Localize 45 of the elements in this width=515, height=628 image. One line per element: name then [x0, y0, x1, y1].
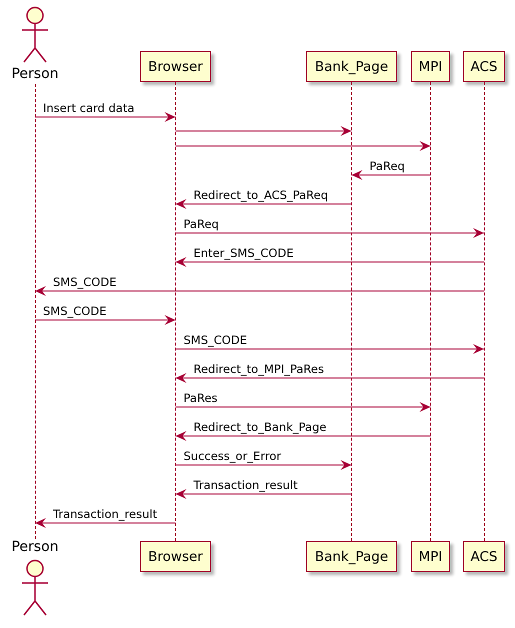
lifeline: [34, 84, 36, 539]
participant-box: Browser: [140, 541, 211, 572]
message-arrow: [175, 257, 484, 267]
message-arrow: [175, 431, 431, 441]
participant-box: Bank_Page: [306, 51, 397, 82]
message-label: Success_or_Error: [184, 450, 282, 463]
message-arrow: [34, 286, 484, 296]
message-arrow: [351, 170, 431, 180]
message-label: PaRes: [184, 392, 218, 405]
message-label: Redirect_to_MPI_PaRes: [194, 363, 324, 376]
message-label: SMS_CODE: [43, 305, 106, 318]
participant-box: ACS: [463, 51, 505, 82]
message-arrow: [175, 141, 431, 151]
actor-label: Person: [10, 539, 60, 555]
message-label: Redirect_to_Bank_Page: [194, 421, 326, 434]
participant-box: MPI: [411, 51, 450, 82]
participant-box: Browser: [140, 51, 211, 82]
message-arrow: [175, 228, 484, 238]
lifeline: [351, 82, 353, 541]
message-arrow: [34, 518, 176, 528]
participant-box: Bank_Page: [306, 541, 397, 572]
message-label: Redirect_to_ACS_PaReq: [194, 189, 328, 202]
message-label: SMS_CODE: [53, 276, 116, 289]
message-label: SMS_CODE: [184, 334, 247, 347]
participant-box: MPI: [411, 541, 450, 572]
message-arrow: [175, 344, 484, 354]
message-label: PaReq: [370, 160, 405, 173]
message-arrow: [175, 489, 352, 499]
lifeline: [484, 82, 486, 541]
message-label: Insert card data: [43, 102, 134, 115]
message-arrow: [175, 402, 431, 412]
lifeline: [430, 82, 432, 541]
message-label: Transaction_result: [194, 479, 298, 492]
message-arrow: [34, 112, 176, 122]
message-arrow: [34, 315, 176, 325]
message-label: PaReq: [184, 218, 219, 231]
message-label: Enter_SMS_CODE: [194, 247, 294, 260]
message-arrow: [175, 126, 352, 136]
message-arrow: [175, 373, 484, 383]
message-arrow: [175, 199, 352, 209]
message-label: Transaction_result: [53, 508, 158, 521]
lifeline: [175, 82, 177, 541]
participant-box: ACS: [463, 541, 505, 572]
actor-label: Person: [10, 66, 60, 82]
message-arrow: [175, 460, 352, 470]
